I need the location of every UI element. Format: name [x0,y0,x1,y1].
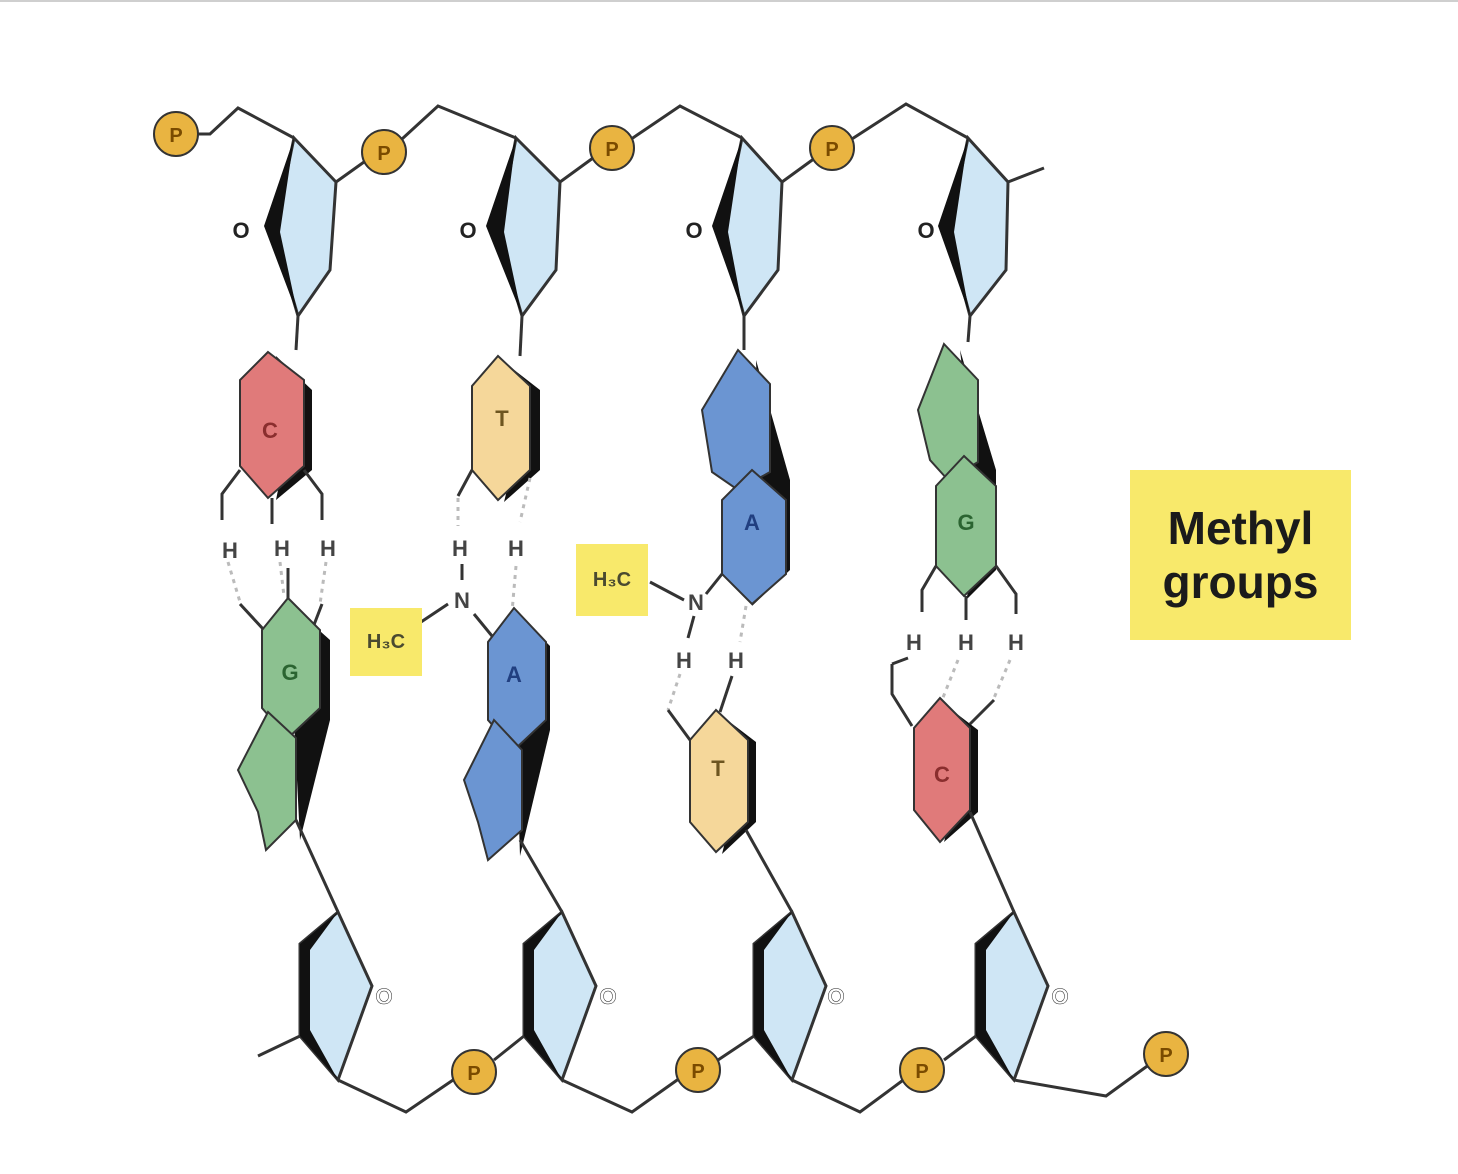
base-adenine-top: A [700,348,790,606]
oxygen-label: O [599,984,616,1009]
svg-text:T: T [711,756,725,781]
svg-text:A: A [744,510,760,535]
top-sugar-3: O [685,134,784,350]
oxygen-label: O [375,984,392,1009]
svg-text:H: H [320,536,336,561]
svg-text:C: C [262,418,278,443]
svg-text:H: H [958,630,974,655]
legend-line-1: Methyl [1167,502,1314,554]
top-sugar-1: O [232,134,338,351]
oxygen-label: O [1051,984,1068,1009]
bottom-sugar-1: O [298,909,393,1083]
top-sugars: O O O O [232,134,1010,357]
svg-text:H: H [508,536,524,561]
hydrogen-bonds-pair-2: H H N [411,469,532,637]
bottom-sugar-4: O [974,909,1069,1083]
phosphate-icon: P [153,111,199,157]
base-cytosine-bottom: C [913,696,978,844]
svg-text:H: H [1008,630,1024,655]
bottom-sugar-2: O [522,909,617,1083]
svg-text:H: H [676,648,692,673]
top-phosphates: P P P P [153,111,855,175]
svg-text:P: P [467,1063,480,1085]
svg-text:H₃C: H₃C [367,631,405,653]
methyl-groups-legend: Methyl groups [1130,470,1351,640]
oxygen-label: O [685,218,702,243]
bottom-sugars: O O O O [298,909,1069,1083]
methyl-group-1: H₃C [350,608,422,676]
top-sugar-4: O [917,134,1010,343]
hydrogen-bonds-pair-4: H H H [890,565,1024,727]
legend-label: Methyl groups [1163,501,1319,609]
base-guanine-bottom: G [236,596,330,853]
svg-text:A: A [506,662,522,687]
nitrogen-label: N [688,590,704,615]
base-cytosine-top: C [239,350,312,500]
svg-text:H: H [222,538,238,563]
base-guanine-top: G [916,342,997,600]
svg-text:P: P [377,143,390,165]
svg-text:H₃C: H₃C [593,569,631,591]
svg-text:P: P [691,1061,704,1083]
oxygen-label: O [917,218,934,243]
svg-text:G: G [957,510,974,535]
bottom-phosphates: P P P P [451,1031,1189,1095]
base-thymine-top: T [471,354,540,502]
nitrogen-label: N [454,588,470,613]
oxygen-label: O [459,218,476,243]
phosphate-icon: P [451,1049,497,1095]
top-backbone [176,102,1045,184]
svg-text:G: G [281,660,298,685]
bottom-backbone [257,1034,1151,1114]
phosphate-icon: P [589,125,635,171]
svg-text:P: P [825,139,838,161]
oxygen-label: O [232,218,249,243]
bottom-sugar-3: O [752,909,845,1083]
svg-text:H: H [452,536,468,561]
svg-text:P: P [915,1061,928,1083]
legend-line-2: groups [1162,556,1319,608]
bottom-base-sugar-links [294,811,1016,913]
svg-text:T: T [495,406,509,431]
methyl-group-2: H₃C [576,544,648,616]
top-sugar-2: O [459,134,562,357]
svg-text:H: H [274,536,290,561]
svg-text:P: P [1159,1045,1172,1067]
top-border-line [0,0,1458,2]
phosphate-icon: P [899,1047,945,1093]
svg-text:P: P [605,139,618,161]
svg-text:H: H [906,630,922,655]
base-adenine-bottom: A [462,606,550,862]
svg-text:H: H [728,648,744,673]
phosphate-icon: P [675,1047,721,1093]
phosphate-icon: P [361,129,407,175]
hydrogen-bonds-pair-3: N H H [649,573,748,741]
phosphate-icon: P [1143,1031,1189,1077]
oxygen-label: O [827,984,844,1009]
svg-text:C: C [934,762,950,787]
phosphate-icon: P [809,125,855,171]
svg-text:P: P [169,125,182,147]
base-thymine-bottom: T [689,708,756,854]
